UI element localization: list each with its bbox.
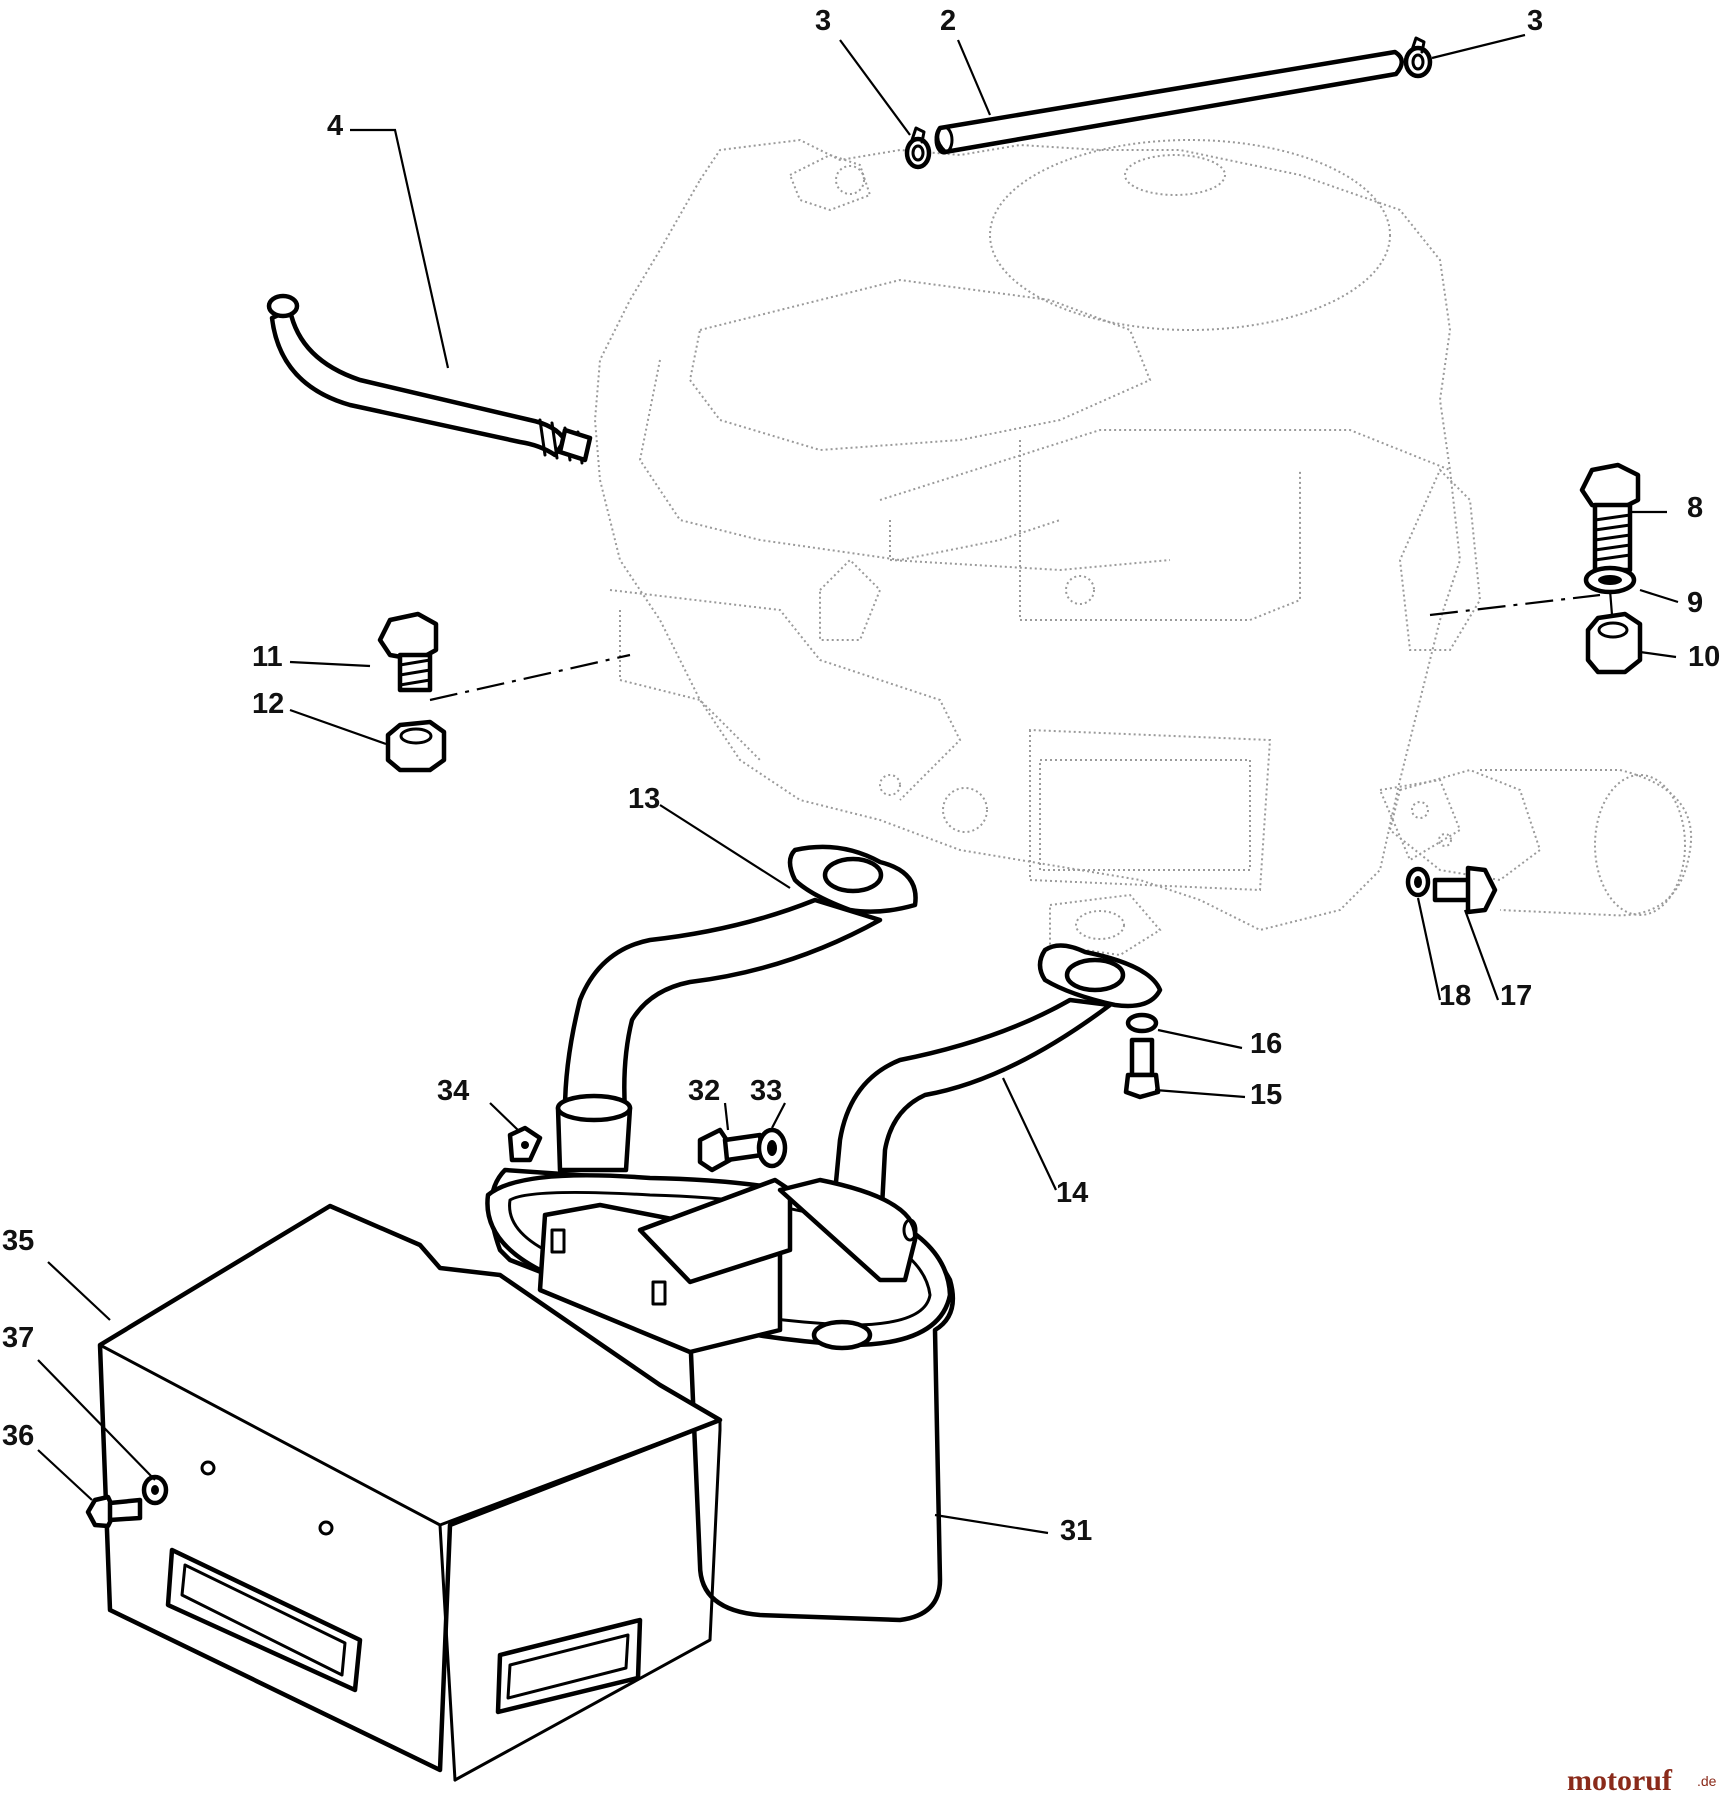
heat-shield [97, 1203, 723, 1782]
washer-37 [141, 1474, 169, 1506]
callout-11: 11 [252, 641, 283, 673]
nut-left [385, 719, 447, 773]
callout-4: 4 [327, 110, 343, 142]
callout-3-right: 3 [1527, 5, 1543, 37]
clip-34 [507, 1125, 543, 1163]
engine-outline [593, 138, 1693, 957]
callout-2: 2 [940, 5, 956, 37]
callout-36: 36 [2, 1420, 34, 1452]
exhaust-pipe-left [555, 844, 918, 1173]
hose-clamp-right [1403, 36, 1433, 79]
bolt-36 [85, 1494, 143, 1529]
watermark-name: motoruf [1567, 1764, 1673, 1797]
bolt-right [1579, 462, 1641, 573]
hose-clamp-left [904, 126, 932, 170]
axis-left [429, 653, 631, 702]
callout-31: 31 [1060, 1515, 1092, 1547]
washer-33 [756, 1127, 788, 1169]
washer-16 [1125, 1012, 1159, 1034]
nut-right [1585, 611, 1643, 675]
callout-9: 9 [1687, 587, 1703, 619]
axis-right [1429, 593, 1601, 617]
callout-16: 16 [1250, 1028, 1282, 1060]
bolt-32 [697, 1127, 765, 1173]
bolt-left [377, 611, 439, 693]
callout-10: 10 [1688, 641, 1720, 673]
callout-17: 17 [1500, 980, 1532, 1012]
callout-14: 14 [1056, 1177, 1088, 1209]
callout-15: 15 [1250, 1079, 1282, 1111]
bolt-15 [1123, 1037, 1161, 1100]
axis-right-2 [1608, 589, 1614, 616]
fuel-hose [934, 49, 1404, 155]
callout-13: 13 [628, 783, 660, 815]
watermark-suffix: .de [1697, 1773, 1717, 1789]
callout-18: 18 [1439, 980, 1471, 1012]
watermark-logo: motoruf .de [1567, 1764, 1717, 1797]
bolt-17 [1432, 865, 1498, 915]
breather-hose [266, 293, 593, 465]
callout-32: 32 [688, 1075, 720, 1107]
callout-12: 12 [252, 688, 284, 720]
callout-37: 37 [2, 1322, 34, 1354]
leader-lines [37, 33, 1679, 1535]
callout-labels: 2 3 3 4 8 9 10 11 12 13 14 15 16 17 18 3… [2, 5, 1720, 1547]
callout-3-left: 3 [815, 5, 831, 37]
callout-33: 33 [750, 1075, 782, 1107]
callout-34: 34 [437, 1075, 469, 1107]
lock-washer-right [1583, 565, 1637, 595]
callout-35: 35 [2, 1225, 34, 1257]
muffler [485, 1167, 956, 1623]
callout-8: 8 [1687, 492, 1703, 524]
washer-18 [1405, 866, 1431, 898]
